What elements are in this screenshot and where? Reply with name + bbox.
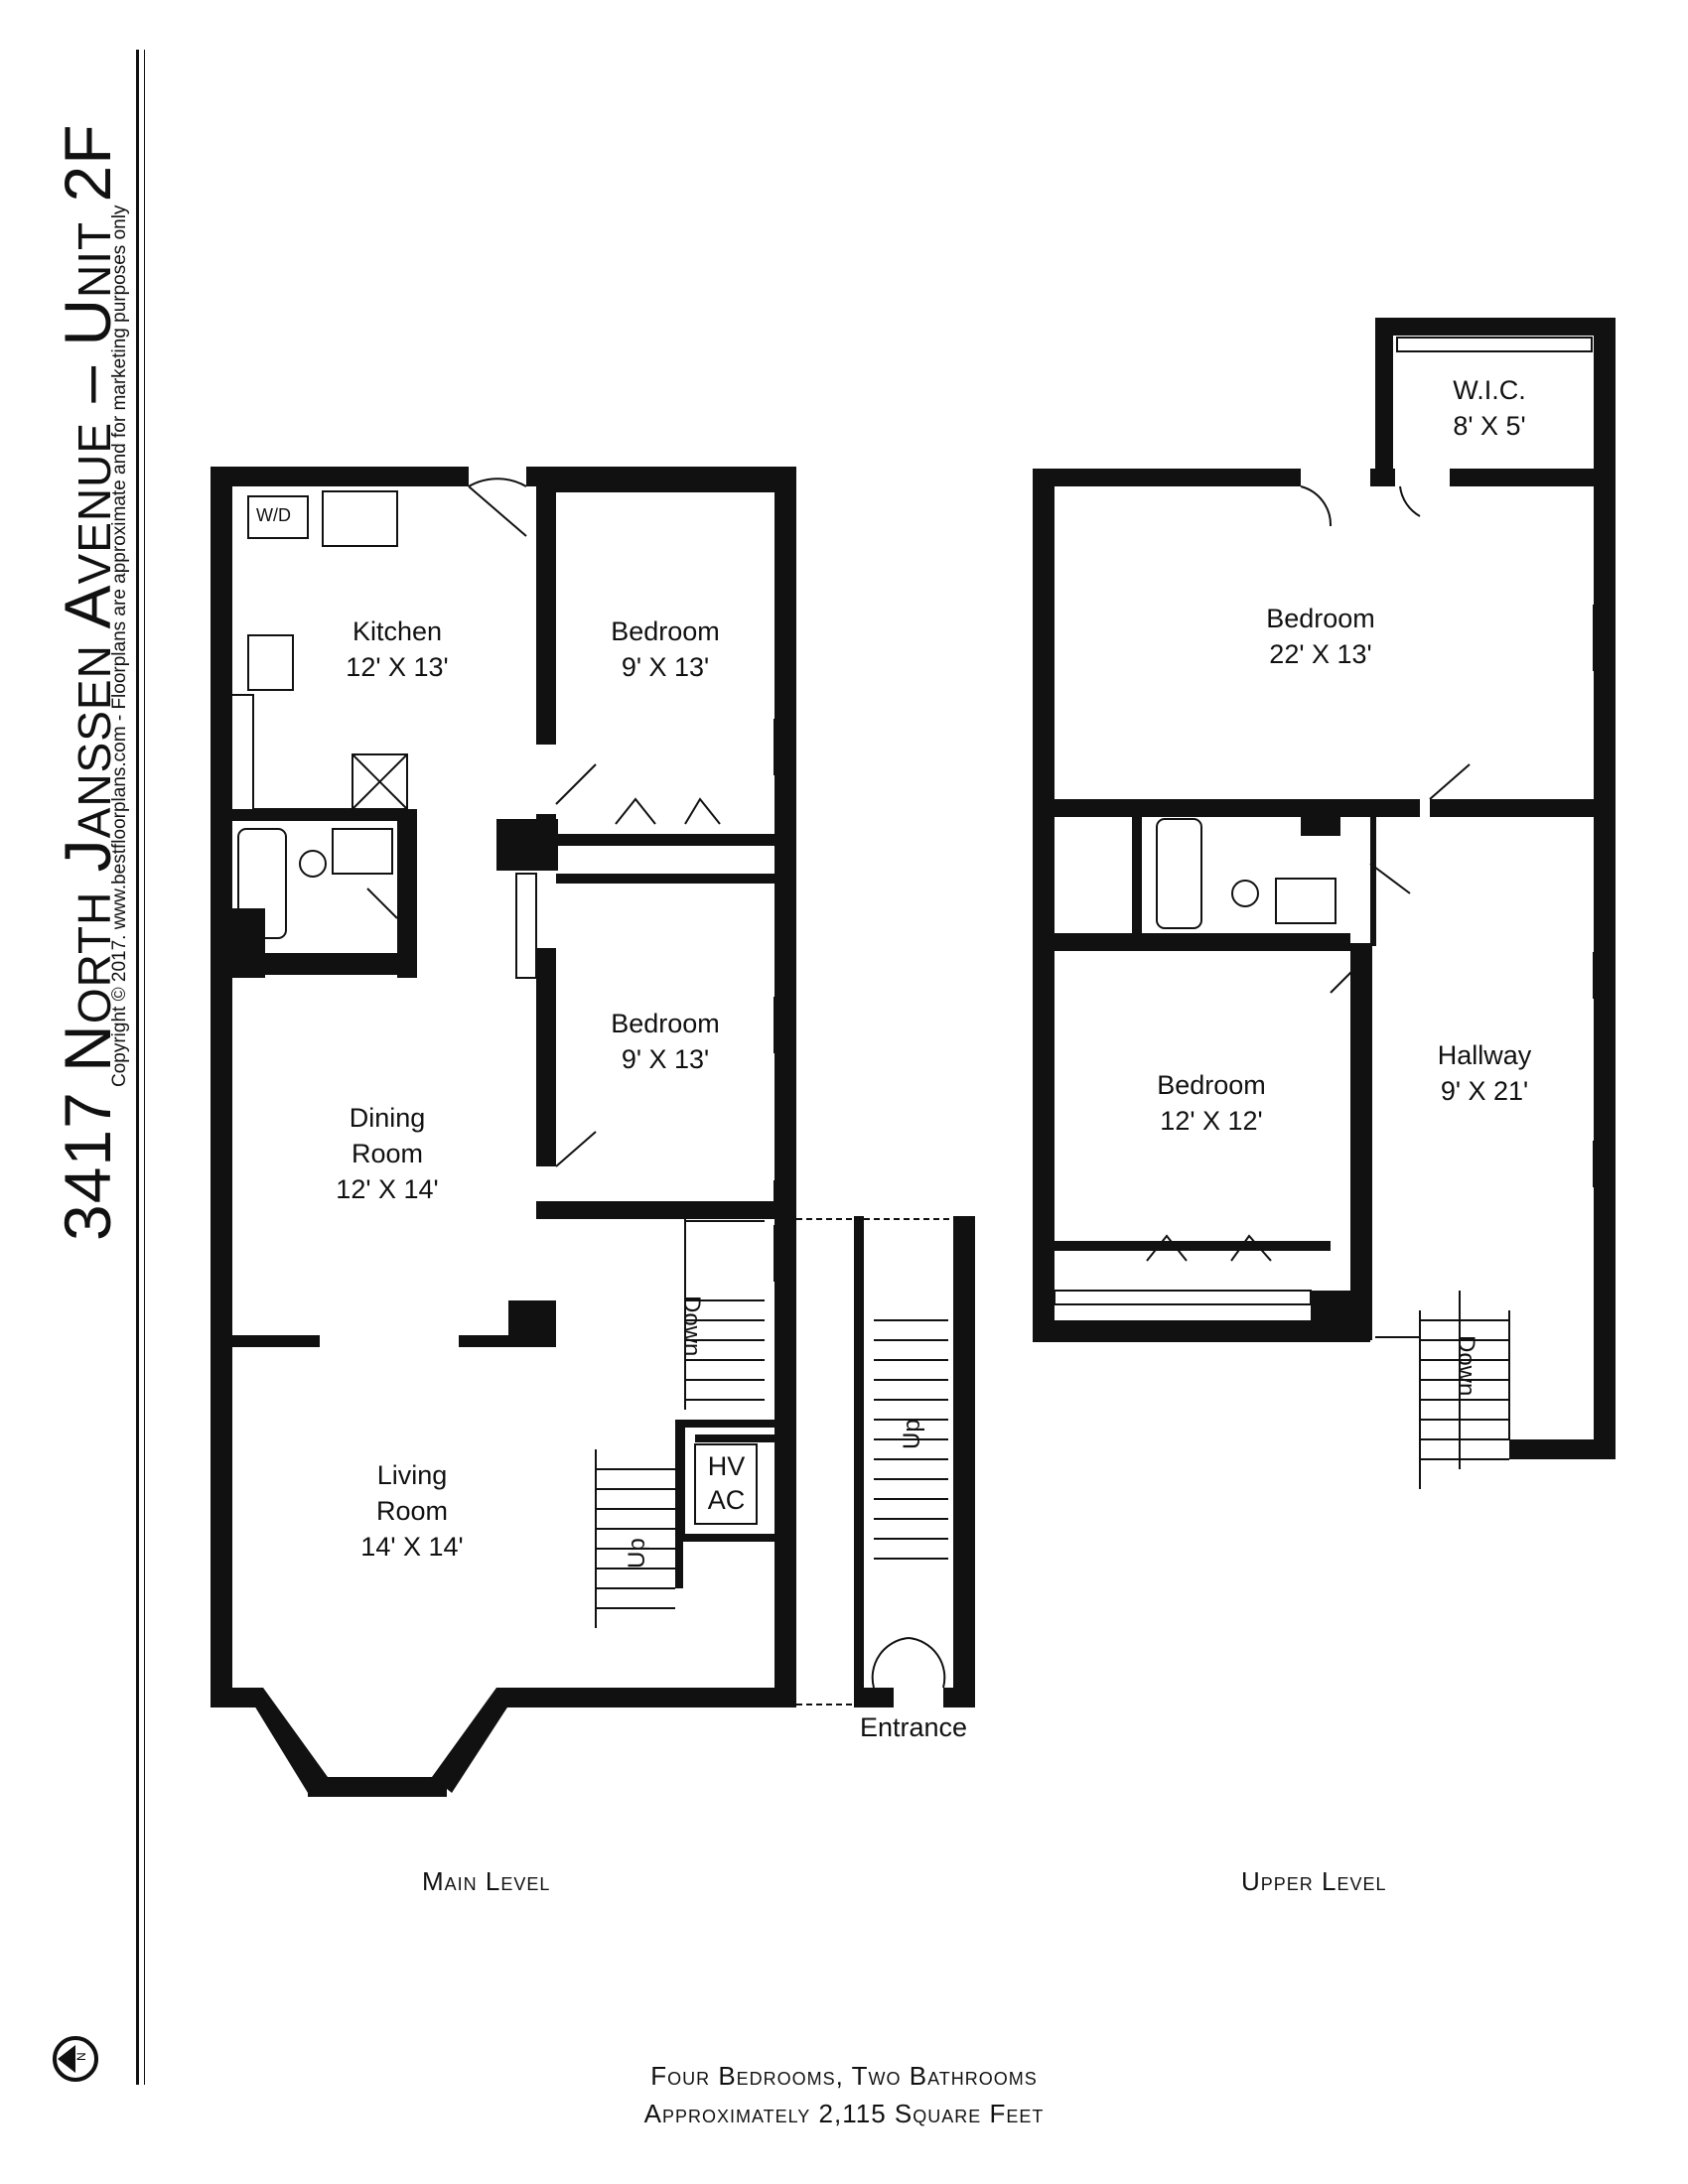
room-name-line1: Dining: [349, 1103, 426, 1133]
stairs-up-label-main: Up: [624, 1538, 650, 1569]
room-name: Bedroom: [611, 616, 720, 646]
room-name: Kitchen: [352, 616, 443, 646]
north-arrow-icon: N: [53, 2036, 98, 2082]
entrance-label: Entrance: [859, 1712, 968, 1742]
room-size: 9' X 13': [621, 1044, 710, 1074]
room-size: 12' X 14': [336, 1174, 439, 1204]
room-size: 12' X 12': [1160, 1106, 1263, 1136]
room-size: 12' X 13': [346, 652, 449, 682]
room-name: W.I.C.: [1453, 375, 1526, 405]
stairs-down-label-upper: Down: [1453, 1335, 1479, 1397]
main-west-wall: [211, 467, 232, 1707]
divider-rule: [136, 50, 139, 2085]
room-name-line2: Room: [375, 1496, 449, 1526]
main-east-wall: [774, 467, 796, 1707]
bedroom-label-1: Bedroom 9' X 13': [586, 614, 745, 685]
wd-label: W/D: [256, 505, 291, 525]
hvac-label: HV AC: [699, 1449, 754, 1517]
upper-level-caption: Upper Level: [1241, 1866, 1387, 1896]
dining-room-label: Dining Room 12' X 14': [308, 1100, 467, 1207]
svg-text:N: N: [74, 2052, 88, 2061]
bedroom-label-2: Bedroom 9' X 13': [586, 1006, 745, 1077]
kitchen-label: Kitchen 12' X 13': [318, 614, 477, 685]
main-level-walls: [211, 467, 975, 1797]
room-name: Bedroom: [611, 1009, 720, 1038]
summary-line-1: Four Bedrooms, Two Bathrooms: [650, 2061, 1038, 2091]
room-size: 9' X 13': [621, 652, 710, 682]
hvac-line1: HV: [707, 1451, 746, 1481]
summary-line-2: Approximately 2,115 Square Feet: [643, 2099, 1045, 2128]
room-name: Hallway: [1437, 1040, 1532, 1070]
room-name-line1: Living: [376, 1460, 448, 1490]
plan-details: [211, 337, 1613, 1796]
divider-rule-thin: [144, 50, 145, 2085]
room-name: Bedroom: [1266, 604, 1375, 633]
room-name: Bedroom: [1157, 1070, 1266, 1100]
room-size: 14' X 14': [360, 1532, 464, 1562]
room-name-line2: Room: [351, 1139, 424, 1168]
stairs-down-label-main: Down: [678, 1296, 705, 1357]
hvac-line2: AC: [707, 1485, 746, 1515]
bedroom-small-label: Bedroom 12' X 12': [1132, 1067, 1291, 1139]
main-level-caption: Main Level: [422, 1866, 551, 1896]
room-size: 9' X 21': [1440, 1076, 1529, 1106]
living-room-label: Living Room 14' X 14': [333, 1457, 492, 1565]
stairs-up-label-entrance: Up: [899, 1419, 925, 1449]
wic-label: W.I.C. 8' X 5': [1420, 372, 1559, 444]
upper-level-walls: [1033, 318, 1616, 1459]
room-size: 22' X 13': [1269, 639, 1372, 669]
bedroom-large-label: Bedroom 22' X 13': [1241, 601, 1400, 672]
room-size: 8' X 5': [1453, 411, 1526, 441]
hallway-label: Hallway 9' X 21': [1405, 1037, 1564, 1109]
